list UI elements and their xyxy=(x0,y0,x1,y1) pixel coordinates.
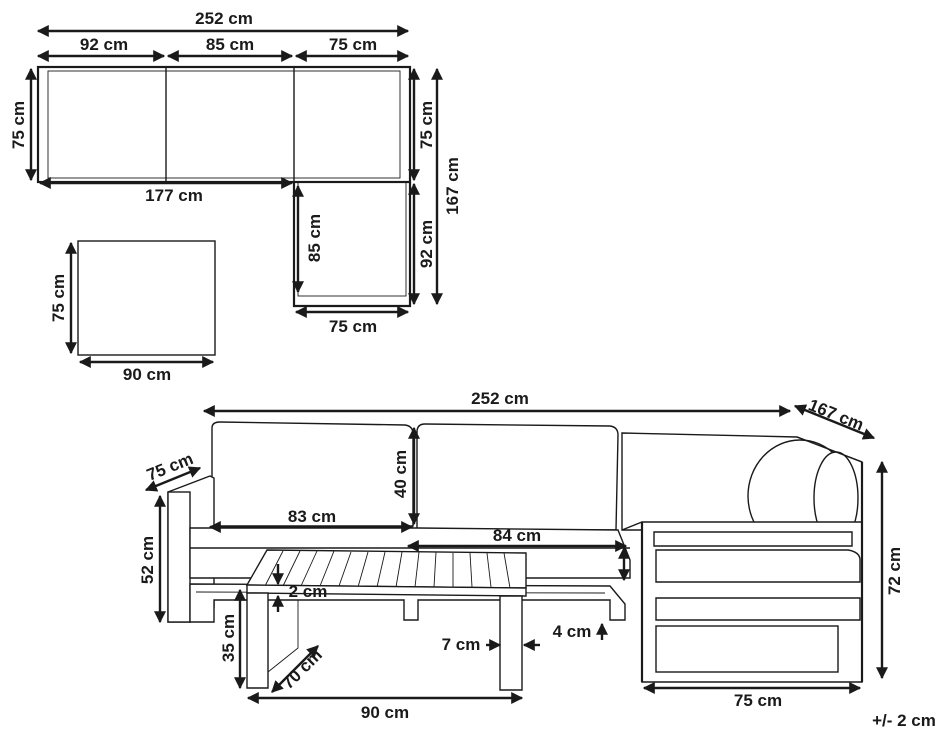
persp-foot-height-label: 4 cm xyxy=(553,622,592,641)
persp-module-width-label: 75 cm xyxy=(734,691,782,710)
persp-total-depth-label: 167 cm xyxy=(806,395,867,434)
persp-back-height-label: 40 cm xyxy=(391,450,410,498)
top-inner-width-label: 177 cm xyxy=(145,186,203,205)
perspective-sofa xyxy=(167,421,864,691)
persp-table-height-label: 35 cm xyxy=(219,614,238,662)
top-view-dimensions xyxy=(25,25,443,318)
top-right-depth-bottom-label: 92 cm xyxy=(417,220,436,268)
top-left-depth-label: 75 cm xyxy=(9,101,28,149)
table-width-label: 90 cm xyxy=(123,365,171,384)
top-bottom-width-label: 75 cm xyxy=(329,317,377,336)
persp-total-width-label: 252 cm xyxy=(471,389,529,408)
persp-seat-height-label: 52 cm xyxy=(138,536,157,584)
table-depth-label: 75 cm xyxy=(49,274,68,322)
top-inner-depth-label: 85 cm xyxy=(305,214,324,262)
tolerance-label: +/- 2 cm xyxy=(872,711,936,730)
persp-table-leg-label: 7 cm xyxy=(442,635,481,654)
persp-seat-width-left-label: 83 cm xyxy=(288,507,336,526)
table-top-view xyxy=(65,240,216,368)
persp-table-depth-label: 70 cm xyxy=(278,645,326,693)
top-seg2-label: 85 cm xyxy=(206,35,254,54)
persp-table-width-label: 90 cm xyxy=(361,703,409,722)
persp-table-top-label: 2 cm xyxy=(289,582,328,601)
persp-total-height-label: 72 cm xyxy=(885,547,904,595)
top-seg1-label: 92 cm xyxy=(80,35,128,54)
perspective-dimensions xyxy=(144,404,888,704)
top-total-width-label: 252 cm xyxy=(195,9,253,28)
persp-seat-width-mid-label: 84 cm xyxy=(493,526,541,545)
top-right-depth-top-label: 75 cm xyxy=(417,101,436,149)
top-view-sofa xyxy=(36,65,412,308)
top-seg3-label: 75 cm xyxy=(329,35,377,54)
top-total-depth-label: 167 cm xyxy=(443,157,462,215)
